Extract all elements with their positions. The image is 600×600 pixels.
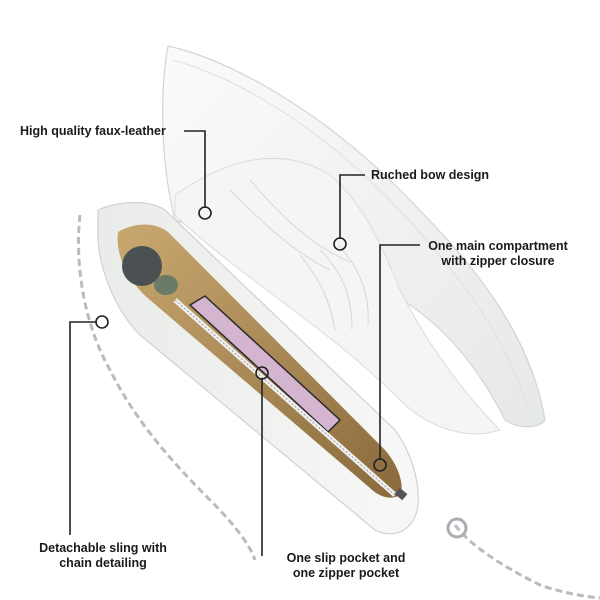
chain-strap <box>77 214 600 600</box>
ruched-panel <box>174 157 501 435</box>
callout-pockets: One slip pocket and one zipper pocket <box>286 551 406 580</box>
callout-lines <box>69 130 420 556</box>
callout-ruched-bow: Ruched bow design <box>371 168 490 182</box>
callout-detachable-sling: Detachable sling with chain detailing <box>39 541 167 570</box>
phone <box>188 295 342 434</box>
callout-faux-leather: High quality faux-leather <box>20 124 166 138</box>
cosmetic-bottle <box>122 246 162 286</box>
callout-main-compartment: One main compartment with zipper closure <box>428 239 568 268</box>
